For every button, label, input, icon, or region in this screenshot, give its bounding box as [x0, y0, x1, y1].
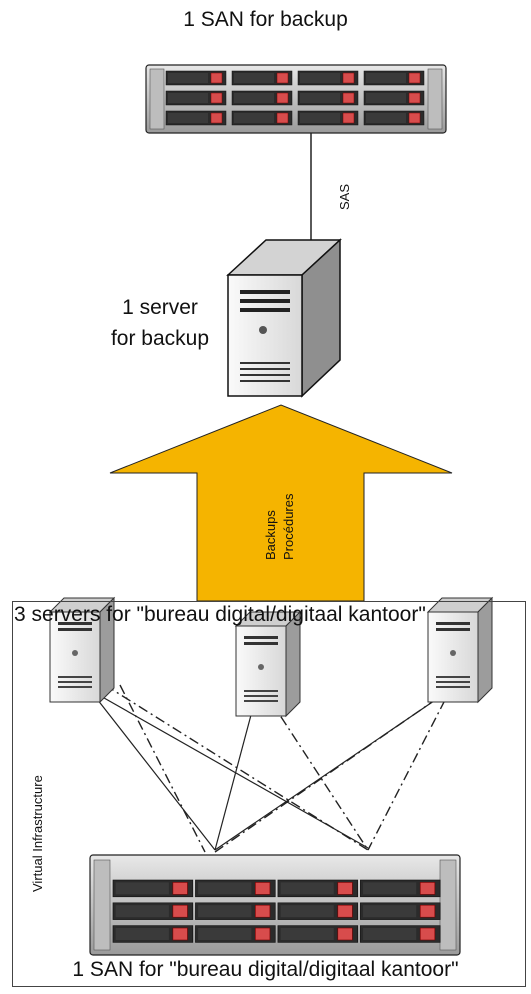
top-san-title: 1 SAN for backup: [183, 8, 348, 31]
redundant-lines: [104, 684, 446, 853]
backup-arrow: [109, 404, 453, 602]
backup-server-label-line1: 1 server: [122, 296, 198, 319]
arrow-label-backups: Backups: [263, 510, 278, 560]
virtual-infrastructure-label: Virtual Infrastructure: [30, 775, 45, 892]
sas-label: SAS: [337, 183, 352, 210]
arrow-label-procedures: Procédures: [281, 493, 296, 560]
backup-server-label-line2: for backup: [110, 327, 210, 350]
virtual-servers-title: 3 servers for "bureau digital/digitaal k…: [14, 603, 426, 626]
bottom-san-rack: [89, 854, 461, 956]
backup-server-label: 1 server for backup: [100, 292, 220, 354]
bottom-san-title: 1 SAN for "bureau digital/digitaal kanto…: [72, 958, 459, 981]
backup-server-icon: [226, 238, 342, 398]
top-san-rack: [145, 64, 447, 134]
virtual-infrastructure-box: [12, 601, 526, 987]
